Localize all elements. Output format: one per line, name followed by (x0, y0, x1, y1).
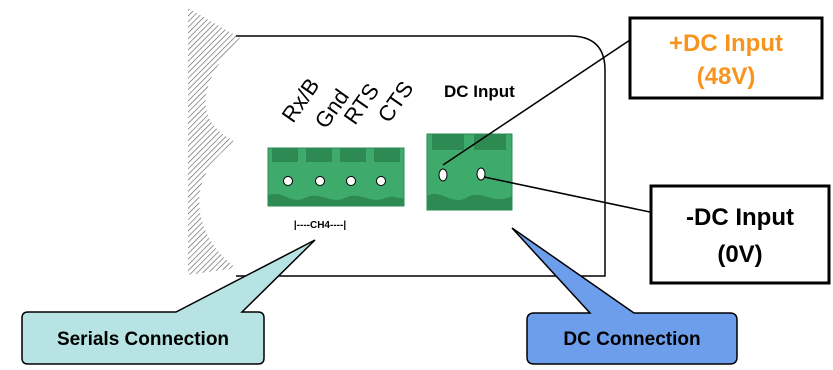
pin-label-rts: RTS (339, 79, 384, 129)
negative-leader-line (483, 176, 651, 213)
device-hatched-side (188, 8, 240, 275)
serial-pin-hole (376, 176, 386, 186)
dc-positive-callout: +DC Input (48V) (628, 16, 824, 100)
dc-negative-line2: (0V) (717, 241, 762, 268)
serial-pin-hole (315, 176, 325, 186)
dc-negative-line1: -DC Input (686, 204, 794, 231)
dc-input-label: DC Input (444, 82, 515, 101)
dc-positive-line1: +DC Input (669, 30, 783, 57)
serial-pin-labels: Rx/B Gnd RTS CTS (277, 73, 419, 132)
dc-pin-negative (476, 167, 486, 181)
dc-pin-positive (438, 168, 448, 182)
serials-connection-bubble: Serials Connection (21, 239, 316, 365)
serials-connection-text: Serials Connection (57, 329, 229, 350)
pin-label-cts: CTS (373, 76, 419, 126)
dc-positive-line2: (48V) (697, 63, 756, 90)
serial-pin-hole (346, 176, 356, 186)
positive-leader-line (442, 39, 631, 166)
serial-pin-hole (283, 176, 293, 186)
dc-connection-bubble: DC Connection (511, 227, 738, 365)
channel-label: |----CH4----| (294, 220, 346, 231)
dc-connection-text: DC Connection (563, 329, 700, 350)
serial-terminal-block (267, 147, 405, 207)
device-panel-outline (236, 35, 606, 277)
dc-negative-callout: -DC Input (0V) (649, 184, 831, 285)
dc-terminal-block (426, 133, 513, 211)
